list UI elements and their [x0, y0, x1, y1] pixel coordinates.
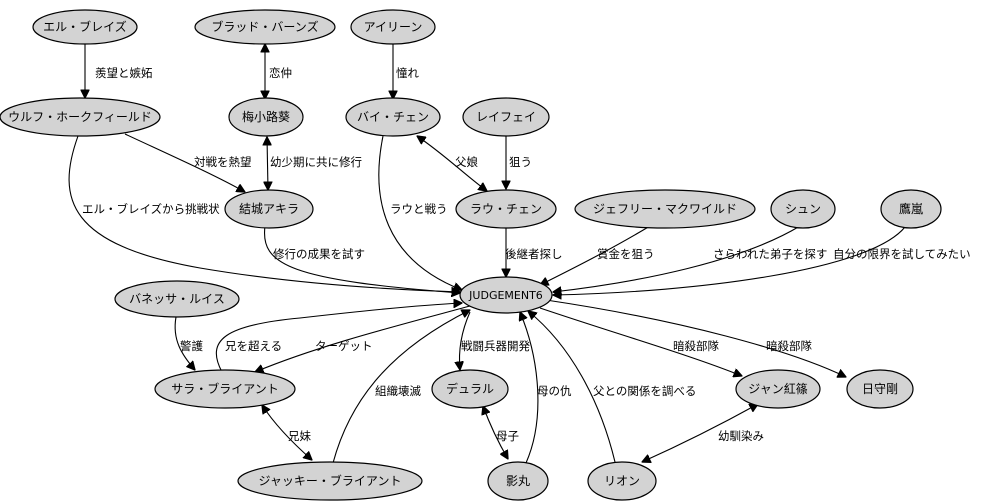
node-label: ジャッキー・ブライアント [259, 473, 402, 488]
node-jacky-bryant[interactable]: ジャッキー・ブライアント [237, 461, 423, 501]
label-j6-dural: 戦闘兵器開発 [461, 339, 530, 353]
node-label: サラ・ブライアント [171, 381, 279, 396]
node-label: エル・ブレイズ [43, 19, 127, 34]
node-label: デュラル [446, 381, 494, 396]
label-shun-j6: さらわれた弟子を探す [713, 247, 827, 261]
node-label: 梅小路葵 [242, 109, 290, 124]
node-label: ジャン紅篠 [748, 381, 807, 396]
label-brad-mei: 恋仲 [269, 66, 292, 80]
edge-akira-j6 [263, 225, 460, 293]
label-wolf-akira: 対戦を熱望 [194, 155, 252, 169]
edge-j6-dural [459, 311, 471, 370]
node-taka-arashi[interactable]: 鷹嵐 [880, 189, 942, 229]
edge-kage-j6 [520, 312, 539, 464]
node-label: ラウ・チェン [470, 202, 542, 216]
node-akira-yuki[interactable]: 結城アキラ [224, 189, 314, 229]
node-label: ウルフ・ホークフィールド [8, 110, 152, 124]
edge-j6-jann [539, 307, 742, 376]
edge-taka-j6 [553, 226, 906, 295]
label-sarah-jacky: 兄妹 [288, 429, 311, 443]
label-lion-j6: 父との関係を調べる [593, 384, 696, 398]
label-taka-j6: 自分の限界を試してみたい [833, 247, 971, 261]
node-label: アイリーン [364, 20, 423, 34]
node-dural[interactable]: デュラル [431, 369, 509, 409]
label-leifei-lau: 狙う [509, 155, 532, 169]
edge-sarah-j6 [215, 303, 462, 373]
node-aoi-umenokoji[interactable]: 梅小路葵 [228, 97, 304, 137]
edge-wolf-j6 [68, 135, 460, 292]
label-el-wolf: 羨望と嫉妬 [95, 66, 153, 80]
node-label: 鷹嵐 [899, 201, 923, 216]
node-goh-hinogami[interactable]: 日守剛 [846, 369, 914, 409]
edge-jeffrey-j6 [540, 225, 651, 285]
label-jacky-j6: 組織壊滅 [375, 384, 421, 398]
edge-j6-sarah [255, 305, 471, 372]
node-label: 日守剛 [862, 382, 898, 396]
node-label: シュン [785, 202, 821, 216]
label-dural-kage: 母子 [496, 429, 519, 443]
label-jann-lion: 幼馴染み [718, 429, 764, 443]
node-jeffry-mcwild[interactable]: ジェフリー・マクワイルド [574, 189, 756, 229]
label-bai-lau: 父娘 [455, 155, 478, 169]
node-label: JUDGEMENT6 [468, 289, 543, 302]
edge-shun-j6 [553, 225, 801, 292]
label-bai-j6: ラウと戦う [390, 202, 448, 216]
node-sarah-bryant[interactable]: サラ・ブライアント [154, 369, 296, 409]
label-irene-bai: 憧れ [396, 66, 419, 80]
edge-j6-hikaru [545, 299, 846, 377]
edge-lion-j6 [528, 311, 616, 463]
label-vanessa-sarah: 警護 [180, 339, 203, 353]
node-label: 結城アキラ [239, 202, 299, 216]
node-el-blaze[interactable]: エル・ブレイズ [32, 9, 138, 45]
node-label: リオン [604, 474, 640, 488]
label-jeffrey-j6: 賞金を狙う [597, 247, 655, 261]
node-kage-maru[interactable]: 影丸 [487, 461, 549, 501]
node-label: バネッサ・ルイス [129, 292, 225, 306]
edge-bai-j6 [378, 135, 462, 290]
label-mei-akira: 幼少期に共に修行 [270, 155, 362, 169]
node-shun[interactable]: シュン [770, 189, 836, 229]
node-jean-kujo[interactable]: ジャン紅篠 [735, 369, 821, 409]
node-lau-chan[interactable]: ラウ・チェン [455, 189, 557, 229]
node-irene[interactable]: アイリーン [350, 9, 436, 45]
label-j6-hikaru: 暗殺部隊 [766, 339, 812, 353]
edge-wolf-akira [124, 133, 245, 192]
node-label: ジェフリー・マクワイルド [593, 202, 737, 216]
node-label: ブラッド・バーンズ [211, 19, 318, 34]
node-judgement6[interactable]: JUDGEMENT6 [459, 276, 553, 314]
label-lau-j6: 後継者探し [505, 247, 563, 261]
node-label: 影丸 [506, 474, 530, 488]
edge-jacky-j6 [332, 310, 470, 464]
edge-sarah-jacky [262, 405, 312, 460]
edge-jann-lion [642, 404, 758, 462]
node-label: レイフェイ [476, 110, 536, 124]
edge-bai-lau [417, 136, 487, 191]
label-akira-j6: 修行の成果を試す [273, 247, 365, 261]
label-j6-sarah: ターゲット [315, 339, 373, 353]
label-wolf-j6: エル・ブレイズから挑戦状 [82, 202, 220, 216]
edge-mei-akira [267, 137, 268, 190]
label-j6-jann: 暗殺部隊 [673, 339, 719, 353]
edge-dural-kage [483, 406, 508, 459]
label-sarah-j6: 兄を超える [225, 339, 282, 353]
edge-vanessa-sarah [174, 316, 195, 370]
label-kage-j6: 母の仇 [537, 384, 572, 398]
node-lei-fei[interactable]: レイフェイ [462, 97, 550, 137]
node-label: バイ・チェン [357, 110, 429, 124]
node-brad-burns[interactable]: ブラッド・バーンズ [194, 9, 336, 45]
node-pai-chan[interactable]: バイ・チェン [345, 97, 441, 137]
node-wolf-hawkfield[interactable]: ウルフ・ホークフィールド [0, 97, 161, 137]
node-vanessa-lewis[interactable]: バネッサ・ルイス [114, 280, 240, 318]
node-lion[interactable]: リオン [587, 461, 657, 501]
